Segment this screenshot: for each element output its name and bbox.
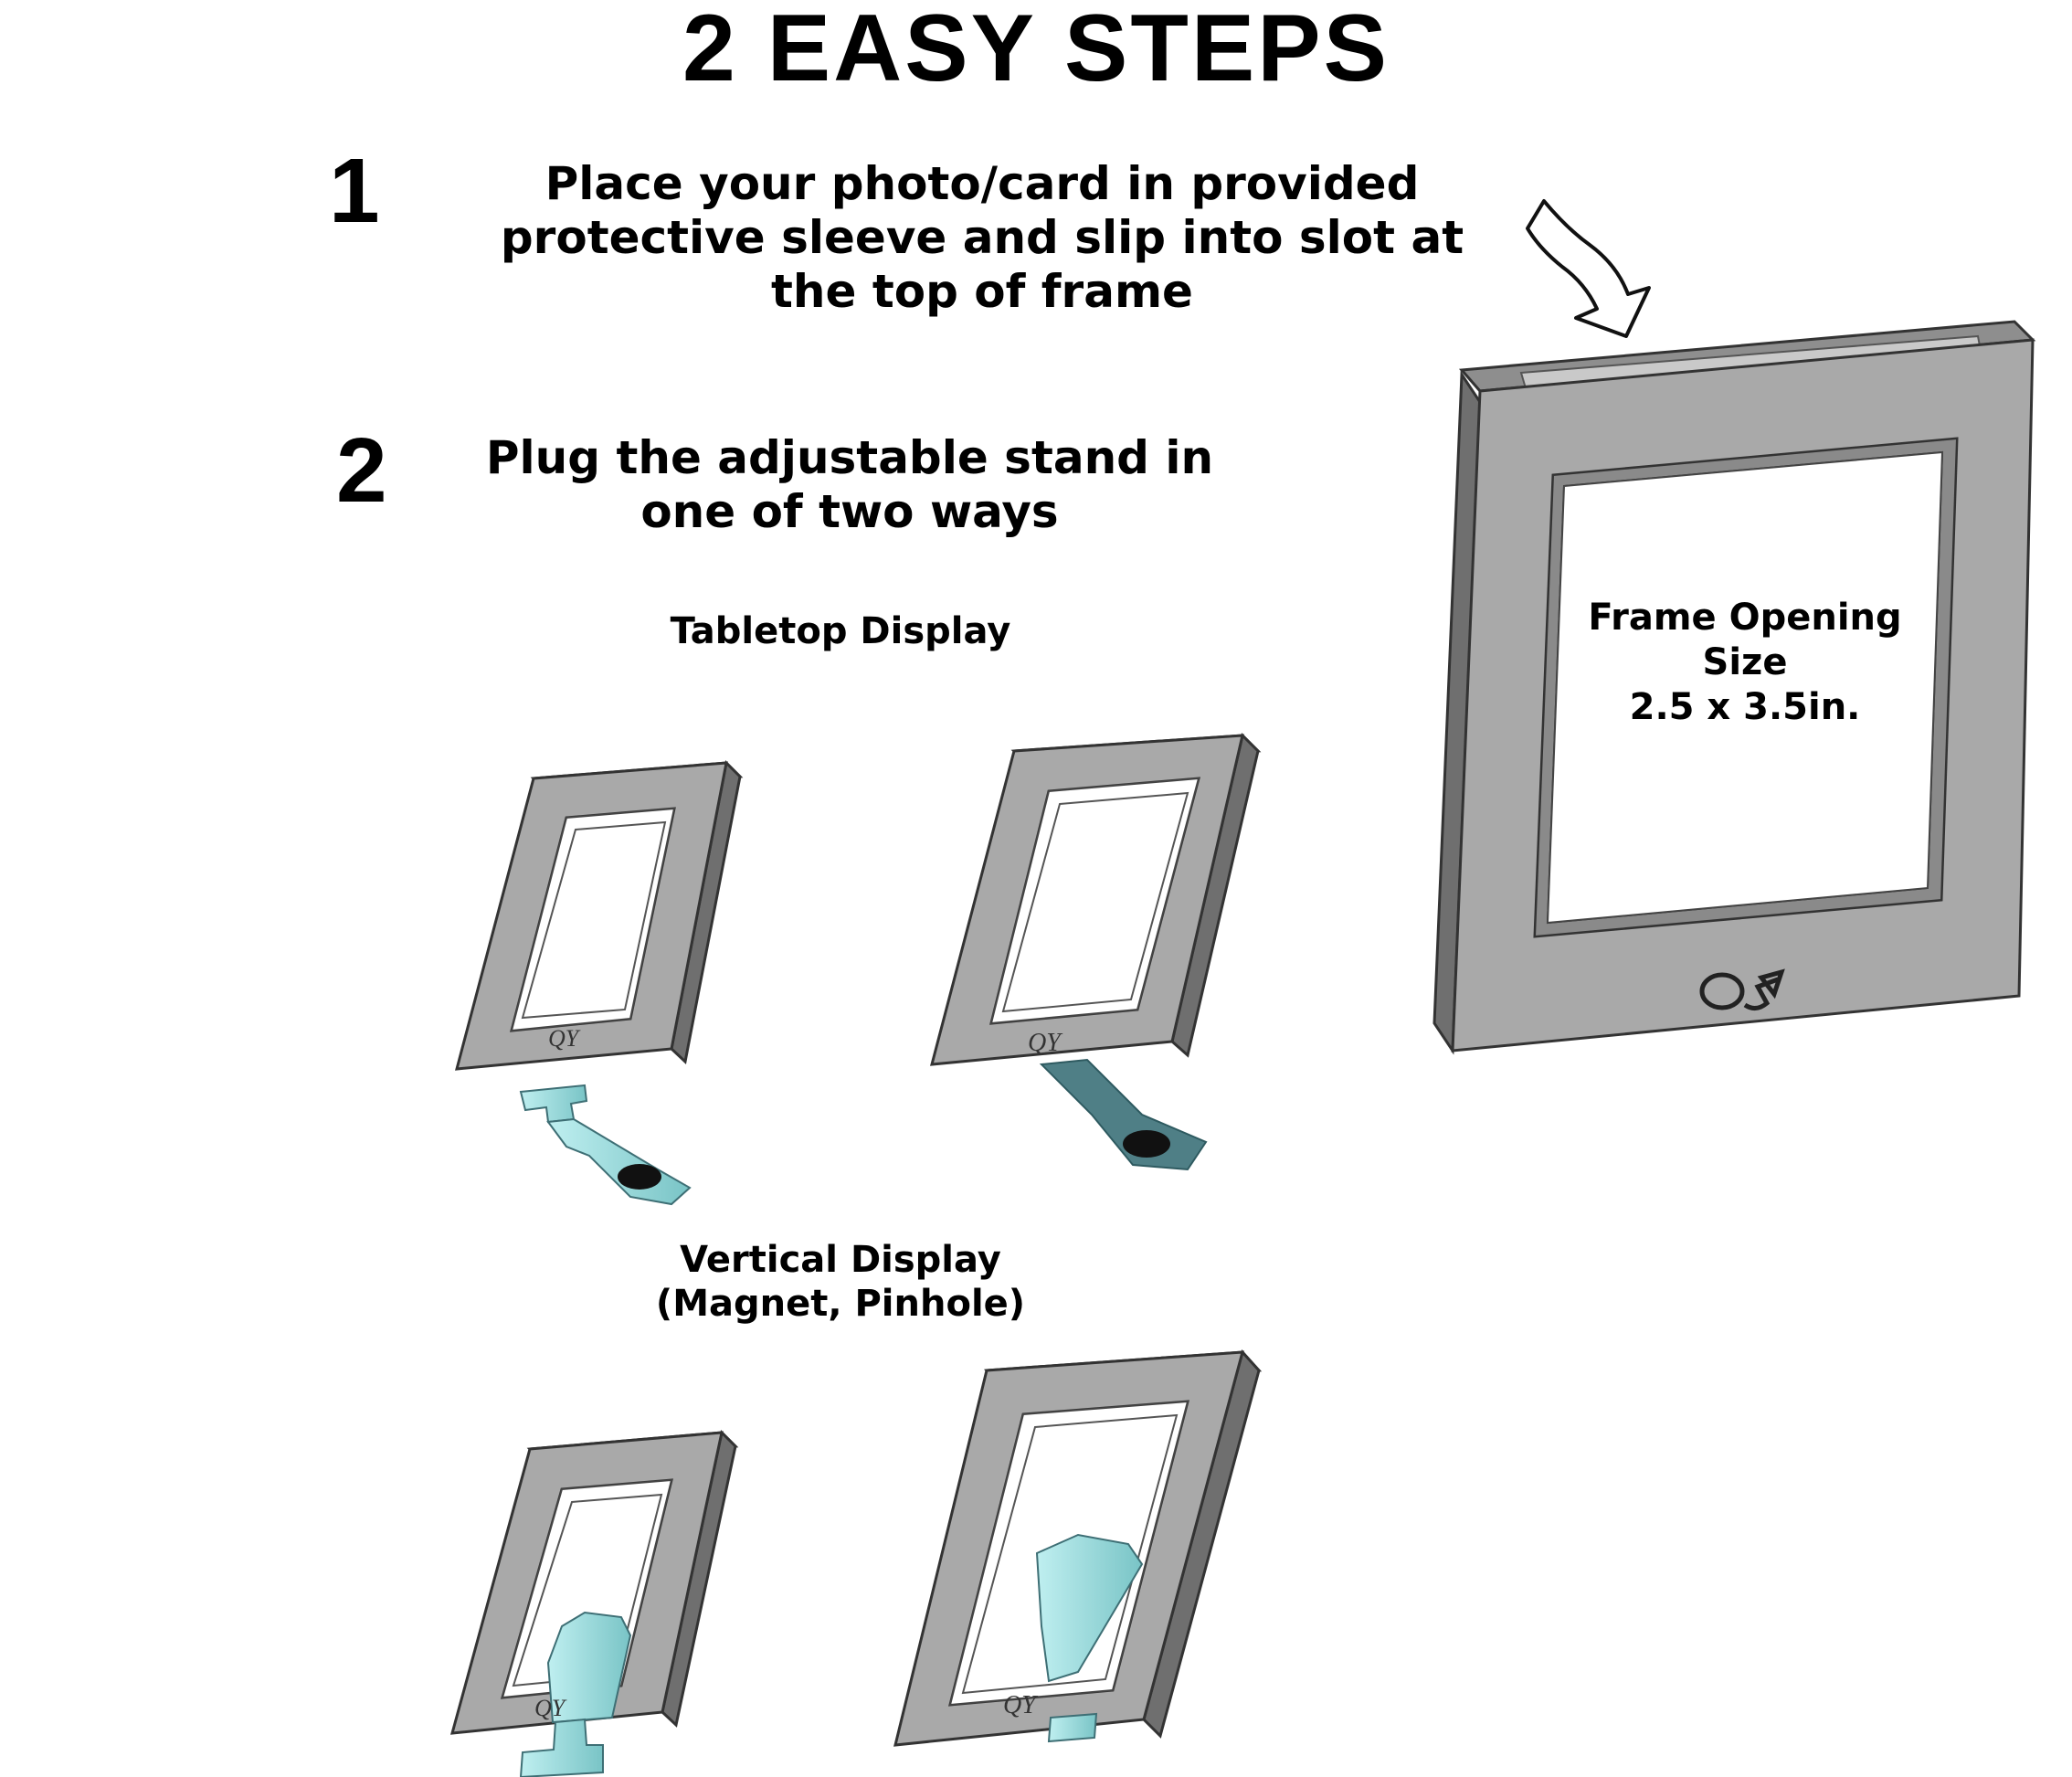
step-1-line: Place your photo/card in provided bbox=[544, 157, 1420, 210]
stand-piece bbox=[519, 1084, 692, 1206]
large-frame bbox=[1432, 320, 2036, 1055]
brand-logo-icon: QY bbox=[1003, 1691, 1039, 1719]
step-1-line: protective sleeve and slip into slot at bbox=[500, 211, 1464, 264]
vertical-frame-attached: QY bbox=[893, 1349, 1263, 1747]
frame-opening-line: Frame Opening bbox=[1588, 597, 1902, 639]
brand-logo-icon: QY bbox=[1028, 1029, 1063, 1057]
page-title: 2 EASY STEPS bbox=[682, 0, 1390, 101]
curved-arrow-icon bbox=[1526, 199, 1651, 338]
tabletop-frame-attached: QY bbox=[930, 733, 1262, 1171]
step-2-number: 2 bbox=[336, 419, 387, 522]
vertical-frame-detached: QY bbox=[449, 1429, 739, 1777]
step-2-instruction: Plug the adjustable stand in one of two … bbox=[439, 431, 1261, 539]
brand-logo-icon: QY bbox=[534, 1695, 567, 1721]
frame-opening-line: 2.5 x 3.5in. bbox=[1629, 685, 1861, 728]
stand-piece bbox=[519, 1611, 632, 1777]
vertical-display-line: (Magnet, Pinhole) bbox=[655, 1283, 1026, 1325]
vertical-display-label: Vertical Display (Magnet, Pinhole) bbox=[566, 1238, 1115, 1326]
tabletop-frame-detached: QY bbox=[455, 759, 744, 1206]
stand-piece bbox=[1035, 1533, 1144, 1743]
stand-piece bbox=[1039, 1058, 1208, 1171]
step-1-instruction: Place your photo/card in provided protec… bbox=[457, 157, 1507, 319]
step-1-line: the top of frame bbox=[771, 265, 1193, 318]
vertical-display-line: Vertical Display bbox=[680, 1239, 1001, 1281]
step-1-number: 1 bbox=[329, 140, 380, 242]
step-2-line: Plug the adjustable stand in bbox=[485, 431, 1214, 484]
step-2-line: one of two ways bbox=[640, 485, 1059, 538]
frame-opening-line: Size bbox=[1702, 640, 1788, 683]
brand-logo-icon bbox=[1699, 968, 1785, 1010]
tabletop-display-label: Tabletop Display bbox=[670, 610, 1011, 652]
brand-logo-icon: QY bbox=[548, 1025, 581, 1052]
frame-opening-size-label: Frame Opening Size 2.5 x 3.5in. bbox=[1553, 596, 1937, 729]
